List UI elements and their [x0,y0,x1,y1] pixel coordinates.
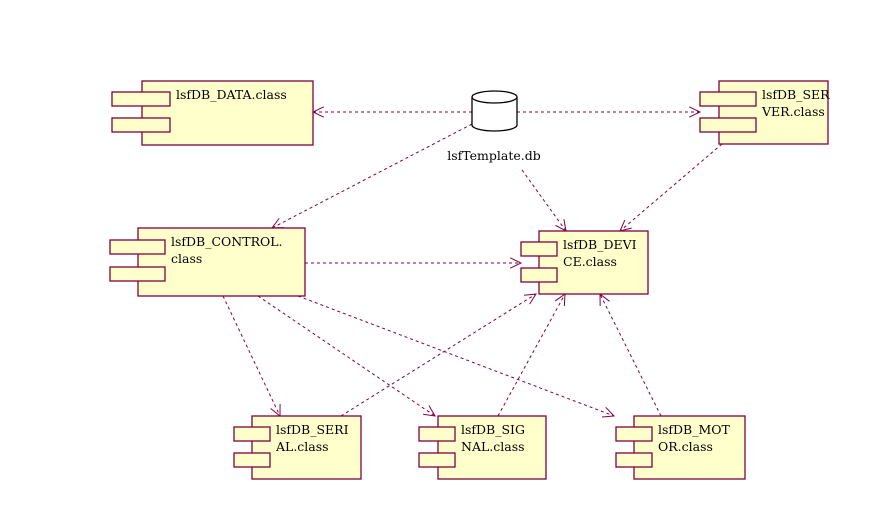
component-label: CE.class [563,254,617,269]
dependency-control-to-signal[interactable] [257,295,436,417]
component-serial[interactable]: lsfDB_SERI AL.class [233,415,362,480]
component-label: lsfDB_MOT [658,422,731,437]
component-port-icon [111,91,171,107]
component-signal[interactable]: lsfDB_SIG NAL.class [418,415,547,480]
database-label: lsfTemplate.db [447,148,541,163]
dependency-line [340,293,537,417]
component-label: lsfDB_DEVI [563,237,637,252]
dependency-line [521,169,567,232]
arrowhead-icon [524,293,537,305]
dependency-db-to-device[interactable] [521,169,567,232]
component-port-icon [233,426,271,442]
component-port-icon [233,452,271,468]
component-port-icon [615,426,653,442]
component-motor[interactable]: lsfDB_MOT OR.class [615,415,746,480]
dependency-server-to-device[interactable] [619,143,723,232]
dependency-line [222,295,281,417]
component-label: OR.class [658,439,713,454]
dependency-line [257,295,436,417]
component-port-icon [418,452,456,468]
component-label: AL.class [275,439,329,454]
component-port-icon [520,241,558,257]
component-label: VER.class [761,104,825,119]
dependency-motor-to-device[interactable] [599,292,662,417]
dependency-line [497,293,566,417]
component-body [137,227,306,297]
arrowhead-icon [688,106,702,118]
component-label: lsfDB_SERI [276,422,349,437]
component-port-icon [109,266,166,282]
component-port-icon [418,426,456,442]
component-port-icon [111,117,171,133]
diagram-nodes: lsfTemplate.db lsfDB_DATA.class lsfDB_SER V… [109,80,830,480]
component-server[interactable]: lsfDB_SER VER.class [699,80,830,145]
dependency-signal-to-device[interactable] [497,292,566,417]
component-label: lsfDB_DATA.class [176,87,287,102]
arrowhead-icon [602,406,616,418]
component-label: lsfDB_CONTROL. [171,234,283,249]
component-control[interactable]: lsfDB_CONTROL.class [109,227,306,297]
component-label: NAL.class [461,439,525,454]
dependency-db-to-server[interactable] [517,106,702,118]
component-label: class [171,251,202,266]
component-port-icon [109,239,166,255]
arrowhead-icon [423,405,436,417]
component-label: lsfDB_SIG [461,422,525,437]
dependency-control-to-device[interactable] [305,257,523,269]
arrowhead-icon [554,292,566,307]
component-port-icon [615,452,653,468]
database-node[interactable]: lsfTemplate.db [447,90,541,163]
component-label: lsfDB_SER [762,87,830,102]
component-data[interactable]: lsfDB_DATA.class [111,80,314,146]
component-port-icon [520,267,558,283]
dependency-line [297,295,615,417]
dependency-control-to-motor[interactable] [297,295,616,418]
component-device[interactable]: lsfDB_DEVI CE.class [520,230,649,295]
dependency-line [619,143,723,232]
dependency-serial-to-device[interactable] [340,293,537,417]
dependency-db-to-data[interactable] [311,106,472,118]
component-body [141,80,314,146]
dependency-line [271,123,473,229]
component-port-icon [699,117,757,133]
component-port-icon [699,91,757,107]
arrowhead-icon [509,257,523,269]
database-icon [471,90,518,104]
component-body [437,415,547,480]
database-body [471,97,518,132]
dependency-control-to-serial[interactable] [222,295,281,418]
dependency-line [599,293,662,417]
